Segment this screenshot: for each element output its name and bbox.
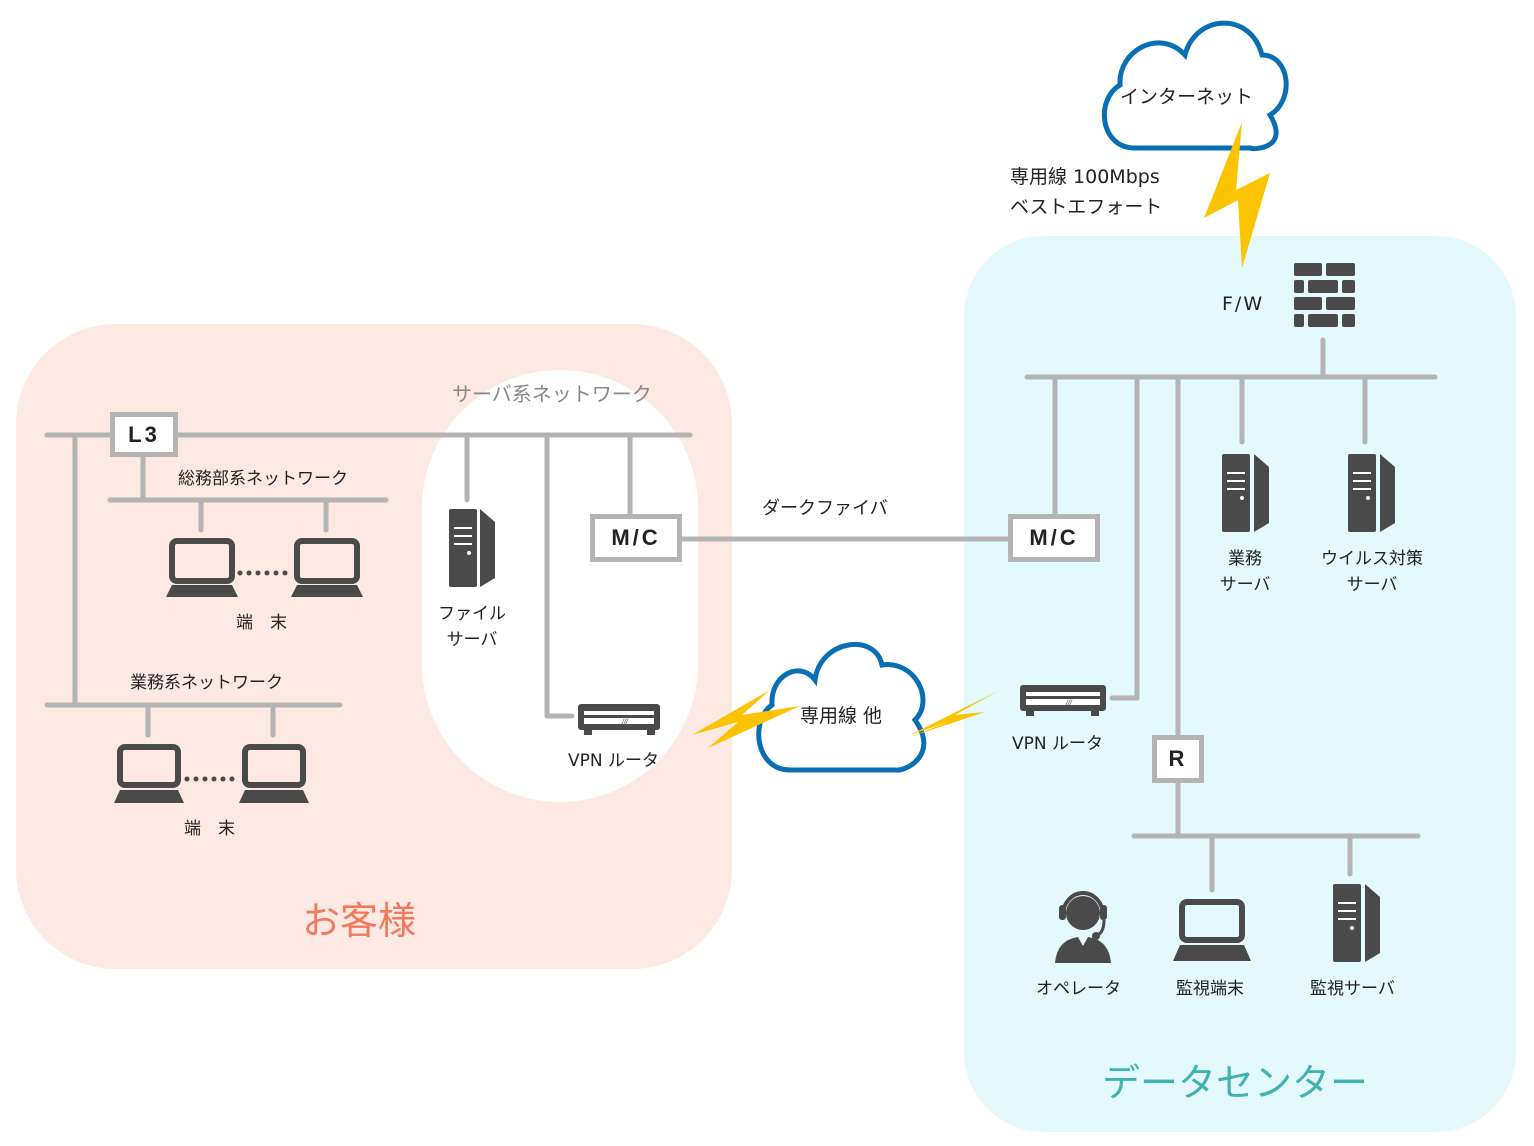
operator-label: オペレータ (1036, 979, 1121, 999)
internet-lightning-icon (1204, 122, 1270, 268)
l3-switch: L3 (110, 412, 178, 457)
leased-line-cloud-label: 専用線 他 (800, 705, 883, 727)
monitor-terminal-label: 監視端末 (1176, 979, 1244, 999)
media-converter-datacenter: M/C (1008, 514, 1100, 562)
left-lightning-icon (692, 690, 800, 748)
svg-text:///: /// (1065, 700, 1073, 707)
ellipsis-dots (184, 776, 235, 782)
svg-text:///: /// (621, 719, 629, 726)
monitor-terminal-icon (1173, 899, 1251, 961)
file-server-label: ファイル サーバ (438, 604, 506, 650)
laptop-icon (114, 744, 184, 803)
firewall-icon (1294, 263, 1355, 327)
ellipsis-dots (237, 570, 288, 576)
laptop-icon (239, 744, 309, 803)
dark-fiber-label: ダークファイバ (762, 498, 888, 519)
laptop-icon (291, 538, 363, 597)
monitor-server-icon (1333, 884, 1380, 962)
router-box: R (1152, 735, 1204, 783)
antivirus-server-label: ウイルス対策 サーバ (1321, 549, 1423, 595)
operator-icon (1055, 891, 1111, 963)
vpn-router-icon-customer: /// (578, 704, 660, 735)
server-network-label: サーバ系ネットワーク (452, 382, 652, 406)
vpn-router-label-datacenter: VPN ルータ (1012, 734, 1104, 754)
monitor-server-label: 監視サーバ (1310, 979, 1395, 999)
firewall-label: F/W (1222, 293, 1265, 315)
vpn-router-icon-datacenter: /// (1020, 685, 1106, 716)
leased-line-cloud-icon (756, 641, 927, 773)
internet-line-label: 専用線 100Mbps ベストエフォート (1010, 166, 1163, 218)
customer-title: お客様 (302, 899, 417, 943)
internet-cloud-label: インターネット (1120, 86, 1254, 108)
business-network-label: 業務系ネットワーク (130, 673, 283, 693)
general-affairs-network-label: 総務部系ネットワーク (178, 469, 348, 489)
file-server-icon (449, 509, 495, 587)
right-lightning-icon (910, 690, 1000, 737)
antivirus-server-icon (1348, 454, 1395, 532)
business-server-icon (1222, 454, 1269, 532)
terminal-label: 端 末 (236, 613, 287, 633)
media-converter-customer: M/C (590, 514, 682, 562)
terminal-label: 端 末 (184, 819, 235, 839)
internet-cloud-icon (1102, 20, 1289, 151)
datacenter-title: データセンター (1102, 1061, 1369, 1105)
laptop-icon (166, 538, 238, 597)
vpn-router-label-customer: VPN ルータ (568, 751, 660, 771)
business-server-label: 業務 サーバ (1219, 549, 1271, 595)
